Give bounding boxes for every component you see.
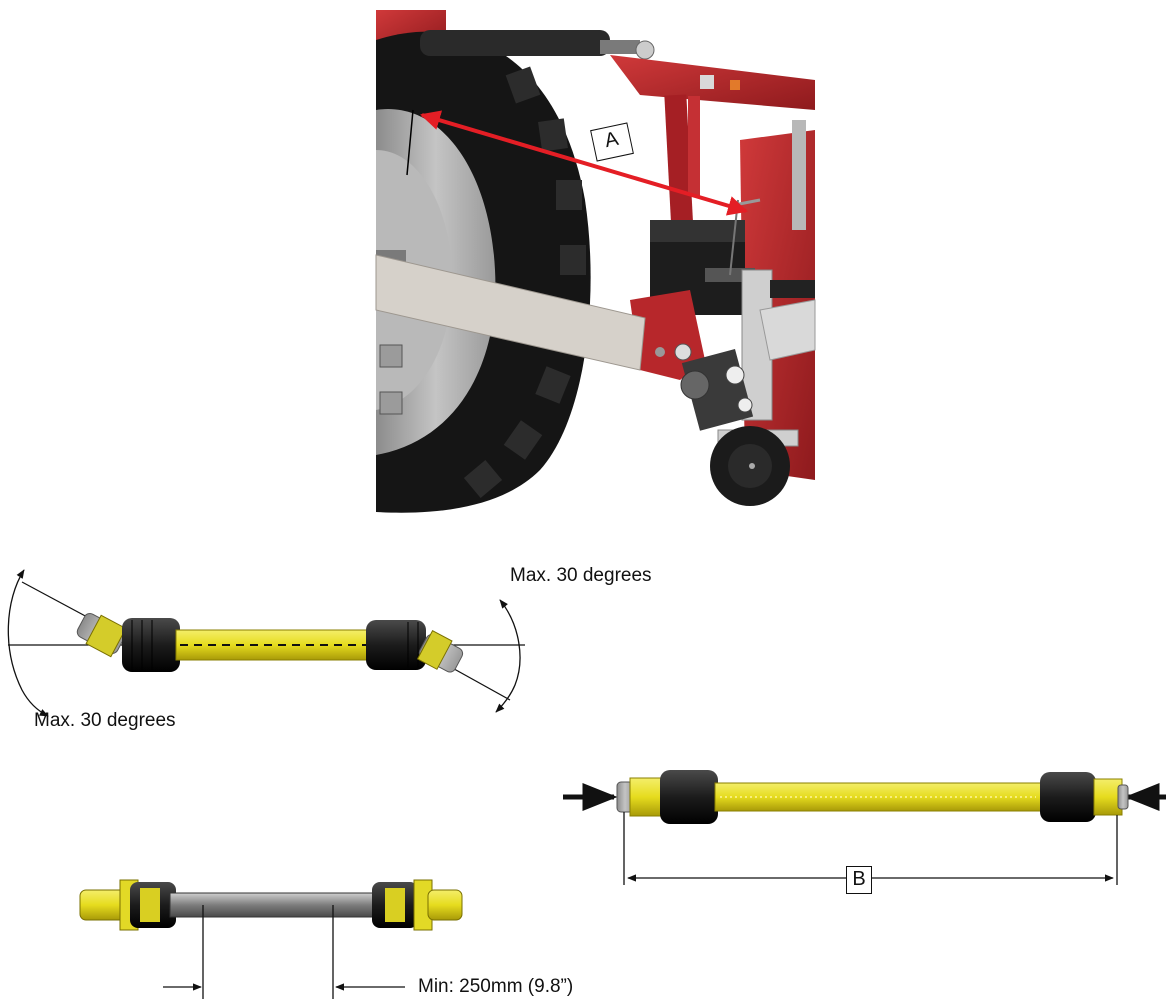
angle-label-left: Max. 30 degrees [34,710,176,731]
dimension-b-label: B [846,866,872,894]
pto-shaft-collapsed [79,879,463,999]
min-overlap-label: Min: 250mm (9.8”) [418,976,574,997]
machine-illustration [375,10,816,513]
angle-label-right: Max. 30 degrees [510,565,652,586]
pto-shaft-extended [563,770,1166,885]
pto-shaft-angled [7,569,525,717]
dimension-a [406,109,748,216]
